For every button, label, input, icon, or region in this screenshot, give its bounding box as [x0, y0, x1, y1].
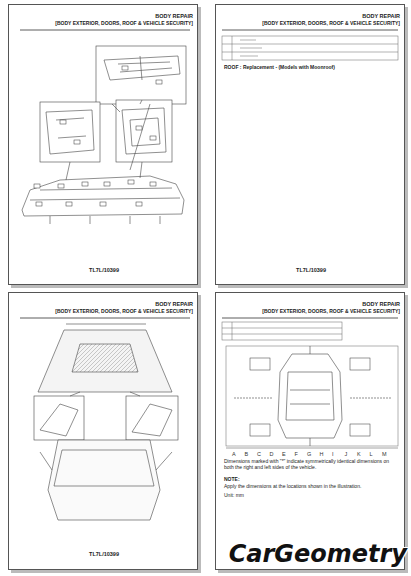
manual-page: BODY REPAIR [BODY EXTERIOR, DOORS, ROOF &… [215, 292, 405, 570]
manual-page: BODY REPAIR [BODY EXTERIOR, DOORS, ROOF &… [8, 4, 198, 285]
page-text: [BODY EXTERIOR, DOORS, ROOF & VEHICLE SE… [49, 21, 193, 27]
manual-page: BODY REPAIR [BODY EXTERIOR, DOORS, ROOF &… [8, 292, 198, 570]
position-letter: G [307, 451, 311, 457]
position-letter: I [332, 451, 334, 457]
position-letter: K [357, 451, 361, 457]
position-letter: C [257, 451, 261, 457]
section-title: BODY REPAIR [316, 301, 400, 307]
position-letter: L [370, 451, 373, 457]
position-letter: J [345, 451, 348, 457]
page-text: TL7L/10399 [266, 267, 356, 273]
page-text: [BODY EXTERIOR, DOORS, ROOF & VEHICLE SE… [256, 21, 400, 27]
watermark: CarGeometry [229, 540, 407, 568]
position-letter: E [282, 451, 286, 457]
page-text: Unit: mm [224, 493, 284, 499]
position-letter: H [320, 451, 324, 457]
section-title: BODY REPAIR [109, 301, 193, 307]
section-title: BODY REPAIR [109, 13, 193, 19]
page-text: ROOF : Replacement - (Models with Moonro… [224, 65, 394, 71]
page-text: TL7L/10399 [59, 551, 149, 557]
page-text: Dimensions marked with "*" indicate symm… [224, 459, 400, 471]
position-letter: B [245, 451, 249, 457]
page-text: NOTE: [224, 477, 284, 483]
manual-page: BODY REPAIR [BODY EXTERIOR, DOORS, ROOF &… [215, 4, 405, 285]
section-title: BODY REPAIR [316, 13, 400, 19]
position-letter: M [382, 451, 387, 457]
page-text: [BODY EXTERIOR, DOORS, ROOF & VEHICLE SE… [49, 309, 193, 315]
position-letter: D [270, 451, 274, 457]
position-letter: F [295, 451, 298, 457]
position-letter: A [232, 451, 236, 457]
page-text: TL7L/10399 [59, 267, 149, 273]
page-text: [BODY EXTERIOR, DOORS, ROOF & VEHICLE SE… [256, 309, 400, 315]
page-text: Apply the dimensions at the locations sh… [224, 484, 400, 490]
